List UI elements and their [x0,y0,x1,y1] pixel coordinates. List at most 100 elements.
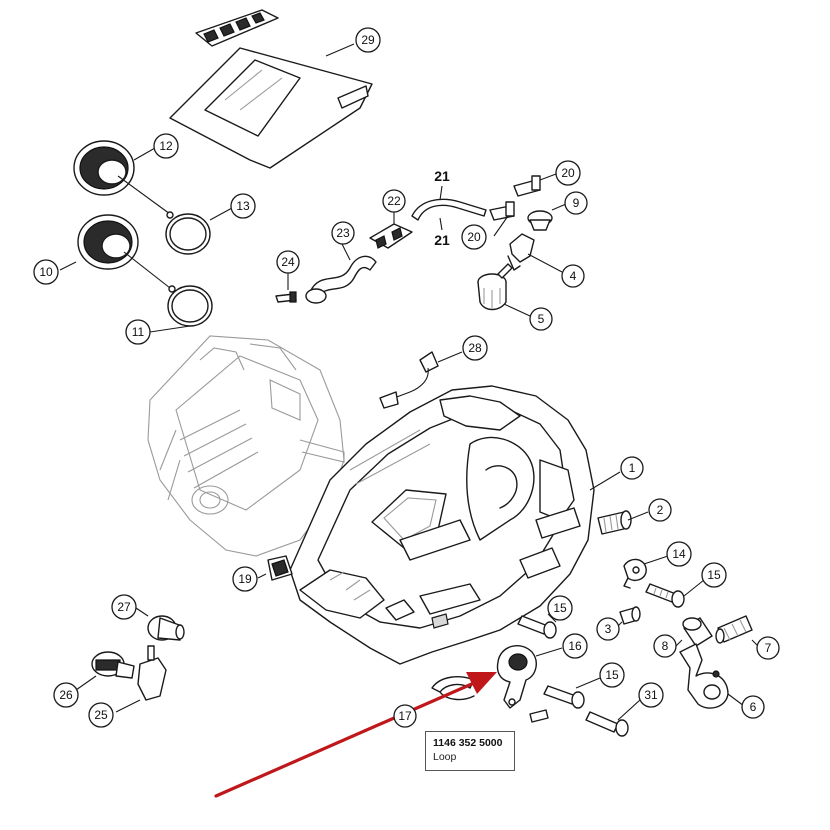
callout-5[interactable]: 5 [529,307,553,331]
highlight-arrow [214,672,497,798]
wiring-part-28[interactable] [379,351,439,409]
callout-5-label: 5 [538,312,545,326]
callout-20b-label: 20 [467,230,481,244]
filter-part-5[interactable] [477,263,513,311]
callout-15c-label: 15 [605,668,619,682]
callout-22[interactable]: 22 [382,189,406,213]
callout-23[interactable]: 23 [331,221,355,245]
screw-part-15c[interactable] [543,685,585,709]
callout-28-label: 28 [468,341,482,355]
callout-15c[interactable]: 15 [599,662,625,688]
connector-part-26[interactable] [91,651,135,679]
o-ring-part-11[interactable] [167,285,213,327]
callout-24[interactable]: 24 [276,250,300,274]
callout-12[interactable]: 12 [153,133,179,159]
valve-part-9[interactable] [527,210,553,231]
callout-15a-label: 15 [707,568,721,582]
callout-2-label: 2 [657,503,664,517]
callout-13[interactable]: 13 [230,193,256,219]
callout-6[interactable]: 6 [741,695,765,719]
part-tooltip: 1146 352 5000 Loop [425,731,515,771]
callout-16[interactable]: 16 [562,633,588,659]
callout-27-label: 27 [117,600,131,614]
bushing-part-8[interactable] [682,617,713,647]
lug-part-14[interactable] [623,558,647,589]
callout-15a[interactable]: 15 [701,562,727,588]
callout-29[interactable]: 29 [355,27,381,53]
callout-20a-label: 20 [561,166,575,180]
callout-9[interactable]: 9 [564,191,588,215]
callout-29-label: 29 [361,33,375,47]
callout-11-label: 11 [132,325,145,339]
callout-26[interactable]: 26 [53,682,79,708]
callout-14[interactable]: 14 [666,541,692,567]
callout-19-label: 19 [238,572,252,586]
callout-2[interactable]: 2 [648,498,672,522]
switch-part-27[interactable] [147,615,185,641]
callout-19[interactable]: 19 [232,566,258,592]
callout-7[interactable]: 7 [756,636,780,660]
fitting-part-20b[interactable] [489,201,515,221]
callout-11[interactable]: 11 [125,319,151,345]
callout-25[interactable]: 25 [88,702,114,728]
callout-4[interactable]: 4 [561,264,585,288]
loop-part-16[interactable] [496,644,537,709]
cover-part-29[interactable] [169,47,373,169]
callout-23-label: 23 [336,226,350,240]
warning-label-part[interactable] [195,9,279,47]
fitting-part-20a[interactable] [513,175,541,197]
callout-3[interactable]: 3 [596,617,620,641]
bracket-part-6[interactable] [679,643,729,709]
callout-3-label: 3 [605,622,612,636]
crankcase-part-1[interactable] [289,385,595,665]
callout-13-label: 13 [236,199,250,213]
callout-28[interactable]: 28 [462,335,488,361]
callout-20b[interactable]: 20 [461,224,487,250]
grommet-part-19[interactable] [267,555,293,581]
callout-16-label: 16 [568,639,582,653]
callout-20a[interactable]: 20 [555,160,581,186]
clip-part-17[interactable] [431,676,475,701]
hose-part-23[interactable] [305,255,377,304]
callout-31-label: 31 [644,688,658,702]
label-21-bottom[interactable]: 21 [434,232,450,248]
fuel-hose-part-21[interactable] [411,198,487,221]
tooltip-part-number: 1146 352 5000 [433,737,503,749]
callout-31[interactable]: 31 [638,682,664,708]
callout-17-label: 17 [398,709,412,723]
tooltip-description: Loop [433,751,457,763]
callout-8-label: 8 [662,639,669,653]
callout-15b-label: 15 [553,601,567,615]
stud-part-2[interactable] [597,510,632,535]
callout-15b[interactable]: 15 [547,595,573,621]
callout-14-label: 14 [672,547,686,561]
label-21-top[interactable]: 21 [434,168,450,184]
callout-26-label: 26 [59,688,73,702]
spring-part-7[interactable] [715,615,753,644]
rotor-part-12[interactable] [73,140,174,219]
nipple-part-24[interactable] [275,291,297,303]
callout-10[interactable]: 10 [33,259,59,285]
callout-6-label: 6 [750,700,757,714]
grommet-part-22[interactable] [369,223,413,249]
plug-part-25[interactable] [137,645,167,701]
screw-small[interactable] [529,709,549,723]
screw-part-31[interactable] [585,711,629,737]
callout-9-label: 9 [573,196,580,210]
callout-7-label: 7 [765,641,772,655]
rotor-part-10[interactable] [77,214,176,293]
callout-25-label: 25 [94,708,108,722]
callout-17[interactable]: 17 [393,704,417,728]
screw-part-15b[interactable] [517,615,557,639]
sleeve-part-3[interactable] [619,606,641,625]
pickup-part-4[interactable] [507,233,535,271]
callout-8[interactable]: 8 [653,634,677,658]
callout-1[interactable]: 1 [620,456,644,480]
callout-1-label: 1 [629,461,636,475]
callout-24-label: 24 [281,255,295,269]
callout-27[interactable]: 27 [111,594,137,620]
o-ring-part-13[interactable] [165,213,211,255]
screw-part-15a[interactable] [645,583,685,608]
